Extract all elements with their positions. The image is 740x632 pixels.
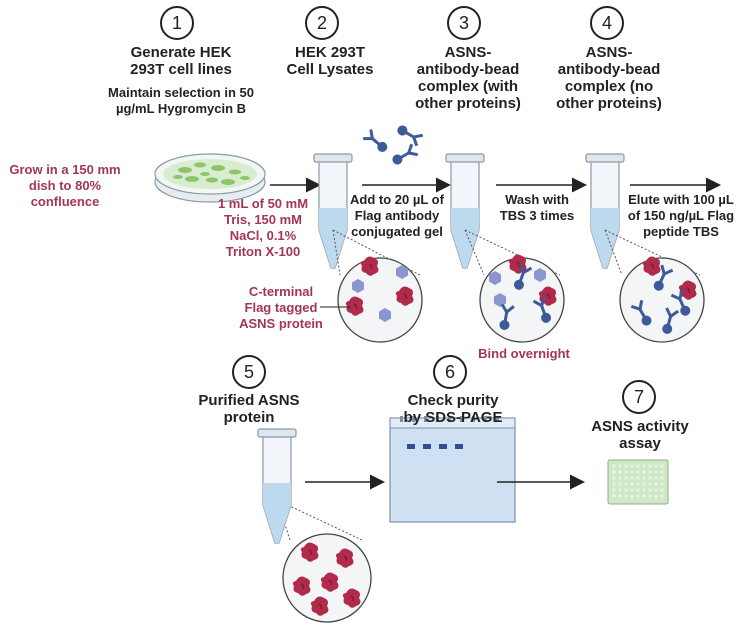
step-number-3: 3 bbox=[447, 6, 481, 40]
step-number-7: 7 bbox=[622, 380, 656, 414]
grow-label: Grow in a 150 mm dish to 80% confluence bbox=[9, 162, 121, 209]
zoom-circle-step5 bbox=[282, 533, 372, 623]
step-number-2: 2 bbox=[305, 6, 339, 40]
step-number-1: 1 bbox=[160, 6, 194, 40]
step-title-1: Generate HEK 293T cell lines bbox=[130, 44, 232, 78]
petri-dish-icon bbox=[154, 153, 266, 203]
antibody-bead-icon bbox=[361, 121, 425, 169]
add-gel-label: Add to 20 µL of Flag antibody conjugated… bbox=[350, 192, 444, 239]
tube-icon-step5 bbox=[257, 428, 297, 544]
lysis-buffer-label: 1 mL of 50 mM Tris, 150 mM NaCl, 0.1% Tr… bbox=[217, 196, 309, 259]
step-note-1: Maintain selection in 50 µg/mL Hygromyci… bbox=[108, 85, 254, 116]
step-number-4: 4 bbox=[590, 6, 624, 40]
step-title-7: ASNS activity assay bbox=[591, 418, 689, 452]
zoom-circle-step3 bbox=[479, 253, 565, 343]
bind-overnight-label: Bind overnight bbox=[478, 346, 570, 361]
step-number-5: 5 bbox=[232, 355, 266, 389]
sds-page-gel-icon bbox=[389, 416, 516, 523]
tube-icon-step4 bbox=[585, 153, 625, 269]
step-title-4: ASNS-antibody-bead complex (no other pro… bbox=[556, 44, 662, 112]
step-title-2: HEK 293T Cell Lysates bbox=[286, 44, 374, 78]
step-title-6: Check purity by SDS-PAGE bbox=[403, 392, 503, 426]
step-title-5: Purified ASNS protein bbox=[198, 392, 300, 426]
assay-plate-icon bbox=[607, 459, 669, 505]
wash-label: Wash with TBS 3 times bbox=[499, 192, 575, 223]
zoom-circle-step4 bbox=[619, 255, 705, 343]
flag-protein-label: C-terminal Flag tagged ASNS protein bbox=[239, 284, 323, 331]
step-number-6: 6 bbox=[433, 355, 467, 389]
zoom-circle-step2 bbox=[337, 255, 423, 343]
step-title-3: ASNS-antibody-bead complex (with other p… bbox=[415, 44, 521, 112]
elute-label: Elute with 100 µL of 150 ng/µL Flag pept… bbox=[627, 192, 735, 239]
